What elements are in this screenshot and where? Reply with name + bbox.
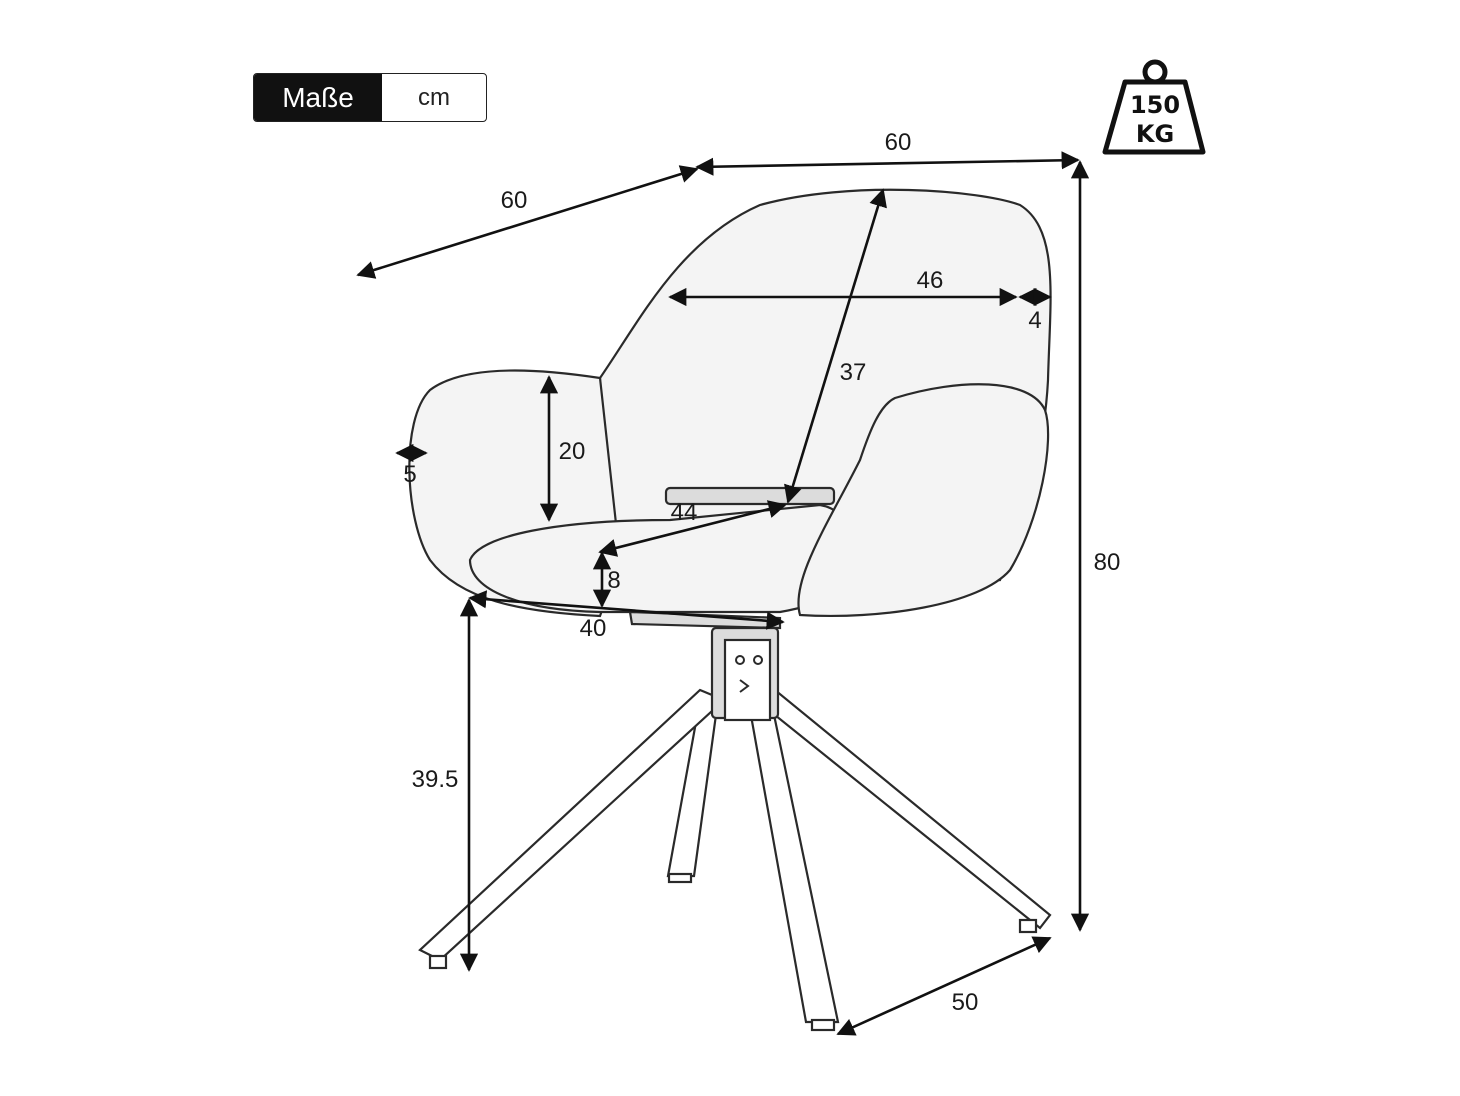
weight-icon: 150 KG bbox=[1102, 59, 1206, 155]
swivel-base bbox=[710, 626, 780, 722]
dim-line-top-width bbox=[695, 151, 1080, 176]
dim-armrest-width: 5 bbox=[403, 461, 416, 488]
chair-body bbox=[408, 188, 1052, 630]
weight-value: 150 bbox=[1130, 91, 1180, 119]
dim-seat-height: 39.5 bbox=[412, 766, 459, 793]
dim-armrest-height: 20 bbox=[559, 438, 586, 465]
units-badge: Maße cm bbox=[253, 73, 487, 122]
dim-seat-thickness: 8 bbox=[607, 567, 620, 594]
dim-top-width: 60 bbox=[885, 129, 912, 156]
dim-backrest-height: 37 bbox=[840, 359, 867, 386]
weight-unit: KG bbox=[1136, 120, 1174, 148]
dimension-lines bbox=[356, 151, 1090, 1036]
dim-base-width: 50 bbox=[952, 989, 979, 1016]
dim-line-seat-depth bbox=[598, 500, 787, 557]
dim-line-depth bbox=[356, 165, 699, 279]
dim-line-base-width bbox=[836, 936, 1052, 1036]
dim-total-height: 80 bbox=[1094, 549, 1121, 576]
dim-back-inner-width: 46 bbox=[917, 267, 944, 294]
dim-line-backrest-height bbox=[784, 188, 887, 504]
chair-legs bbox=[418, 688, 1052, 1032]
dim-seat-width: 40 bbox=[580, 615, 607, 642]
dim-line-seat-width bbox=[468, 590, 785, 630]
units-value: cm bbox=[418, 83, 450, 111]
dim-back-thickness: 4 bbox=[1028, 307, 1041, 334]
dim-depth: 60 bbox=[501, 187, 528, 214]
units-label: Maße bbox=[254, 74, 382, 121]
leg-front bbox=[748, 708, 840, 1024]
dimension-labels: 60 60 80 46 4 37 20 5 44 8 40 39.5 50 bbox=[403, 129, 1120, 1016]
dim-seat-depth: 44 bbox=[671, 499, 698, 526]
